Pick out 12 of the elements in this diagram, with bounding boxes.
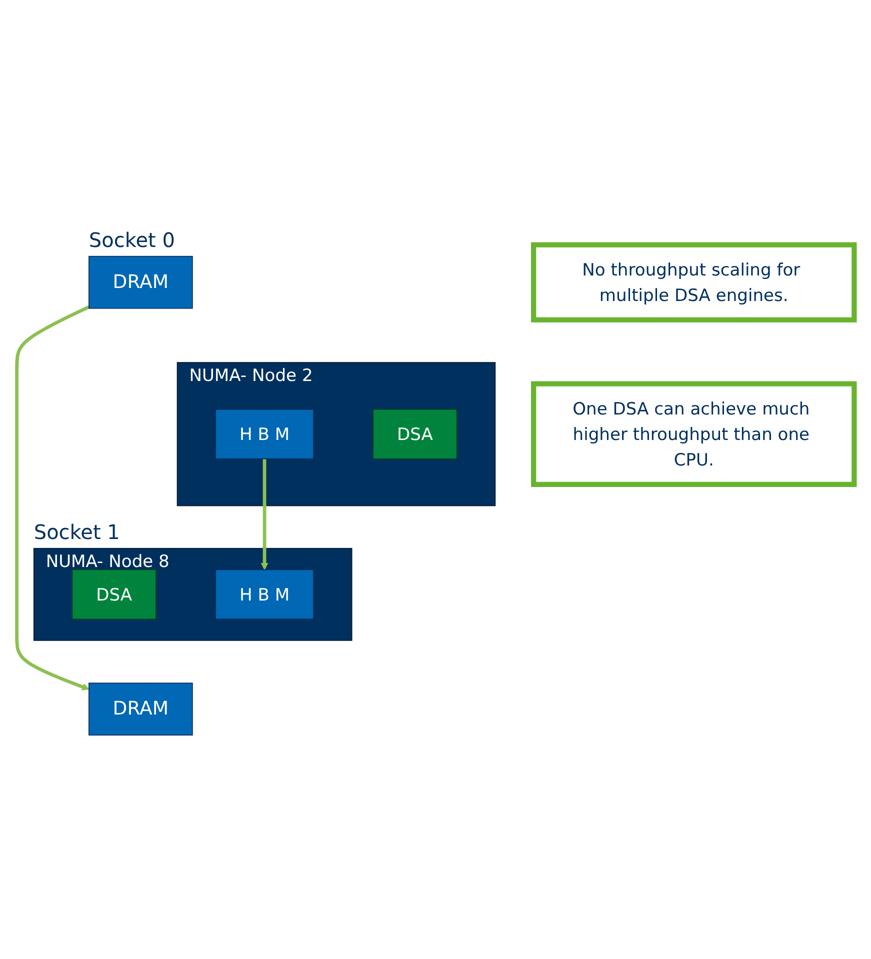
node-box: DRAM <box>88 255 193 308</box>
node-box: DSA <box>372 408 458 459</box>
node-box: H B M <box>215 408 314 459</box>
node-box: DRAM <box>88 682 193 736</box>
node-box: No throughput scaling for multiple DSA engines. <box>531 242 857 322</box>
arrow <box>260 458 268 570</box>
node-box: One DSA can achieve much higher throughput than one CPU. <box>531 380 857 486</box>
socket-label: Socket 1 <box>34 520 120 544</box>
arrow <box>15 304 90 690</box>
node-box: DSA <box>72 568 156 620</box>
socket-label: Socket 0 <box>88 228 175 252</box>
node-box: H B M <box>215 568 314 620</box>
